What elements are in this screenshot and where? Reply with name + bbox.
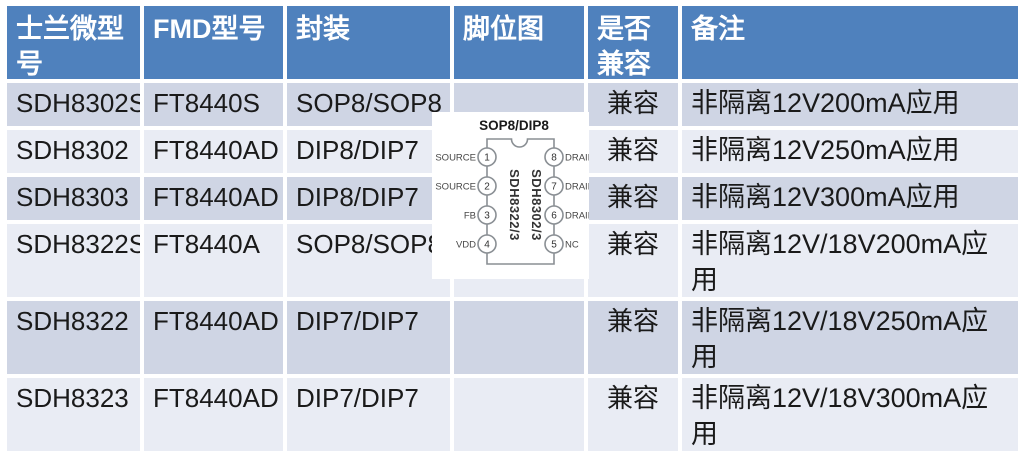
- cell-compatible: 兼容: [588, 224, 678, 297]
- chip-body-outline: [486, 138, 555, 265]
- pin-1-label: SOURCE: [435, 153, 476, 164]
- cell-compatible: 兼容: [588, 301, 678, 374]
- pin-5-circle: [544, 234, 564, 254]
- compatibility-table: 士兰微型号 FMD型号 封装 脚位图 是否兼容 备注 SDH8302S FT84…: [7, 6, 1018, 451]
- cell-compatible: 兼容: [588, 177, 678, 220]
- pin-6-number: 6: [551, 211, 557, 222]
- cell-silan-model: SDH8323: [7, 378, 140, 451]
- cell-silan-model: SDH8322S: [7, 224, 140, 297]
- pin-7-number: 7: [551, 182, 557, 193]
- cell-package: SOP8/SOP8: [287, 224, 450, 297]
- cell-fmd-model: FT8440AD: [144, 177, 283, 220]
- cell-remark: 非隔离12V/18V200mA应用: [682, 224, 1018, 297]
- cell-remark: 非隔离12V250mA应用: [682, 130, 1018, 173]
- cell-remark: 非隔离12V/18V250mA应用: [682, 301, 1018, 374]
- column-header-pin-diagram: 脚位图: [454, 6, 584, 79]
- cell-fmd-model: FT8440AD: [144, 378, 283, 451]
- cell-fmd-model: FT8440AD: [144, 301, 283, 374]
- pin-3-label: FB: [464, 211, 476, 222]
- pin-4-label: VDD: [456, 240, 476, 251]
- pin-5-number: 5: [551, 240, 557, 251]
- pin-6-circle: [544, 205, 564, 225]
- column-header-silan-model: 士兰微型号: [7, 6, 140, 79]
- pinout-title: SOP8/DIP8: [479, 118, 549, 133]
- column-header-compatible: 是否兼容: [588, 6, 678, 79]
- cell-package: DIP8/DIP7: [287, 130, 450, 173]
- cell-fmd-model: FT8440S: [144, 83, 283, 126]
- pin-4-circle: [477, 234, 497, 254]
- cell-pin-diagram: [454, 301, 584, 374]
- cell-compatible: 兼容: [588, 130, 678, 173]
- pin-3-circle: [477, 205, 497, 225]
- chip-part-number-left: SDH8322/3: [507, 169, 522, 241]
- cell-compatible: 兼容: [588, 83, 678, 126]
- column-header-package: 封装: [287, 6, 450, 79]
- pin-2-circle: [477, 176, 497, 196]
- column-header-remark: 备注: [682, 6, 1018, 79]
- pin-7-circle: [544, 176, 564, 196]
- cell-silan-model: SDH8303: [7, 177, 140, 220]
- cell-package: DIP7/DIP7: [287, 378, 450, 451]
- cell-silan-model: SDH8302S: [7, 83, 140, 126]
- pin-2-label: SOURCE: [435, 182, 476, 193]
- pin-8-number: 8: [551, 153, 557, 164]
- pin-2-number: 2: [484, 182, 490, 193]
- cell-package: SOP8/SOP8: [287, 83, 450, 126]
- column-header-fmd-model: FMD型号: [144, 6, 283, 79]
- cell-compatible: 兼容: [588, 378, 678, 451]
- cell-pin-diagram: [454, 378, 584, 451]
- pin-4-number: 4: [484, 240, 490, 251]
- cell-package: DIP8/DIP7: [287, 177, 450, 220]
- pin-5-label: NC: [565, 240, 579, 251]
- chip-pinout-drawing: SOP8/DIP8 1 2 3 4 SOURCE SOURCE FB VDD 8…: [435, 118, 589, 265]
- cell-fmd-model: FT8440A: [144, 224, 283, 297]
- cell-silan-model: SDH8302: [7, 130, 140, 173]
- pin-8-circle: [544, 147, 564, 167]
- pinout-diagram: SOP8/DIP8 1 2 3 4 SOURCE SOURCE FB VDD 8…: [432, 112, 589, 279]
- chip-part-number-right: SDH8302/3: [529, 169, 544, 241]
- cell-remark: 非隔离12V/18V300mA应用: [682, 378, 1018, 451]
- pin-1-circle: [477, 147, 497, 167]
- pin-1-number: 1: [484, 153, 490, 164]
- pin-3-number: 3: [484, 211, 490, 222]
- cell-remark: 非隔离12V300mA应用: [682, 177, 1018, 220]
- cell-silan-model: SDH8322: [7, 301, 140, 374]
- cell-remark: 非隔离12V200mA应用: [682, 83, 1018, 126]
- cell-fmd-model: FT8440AD: [144, 130, 283, 173]
- cell-package: DIP7/DIP7: [287, 301, 450, 374]
